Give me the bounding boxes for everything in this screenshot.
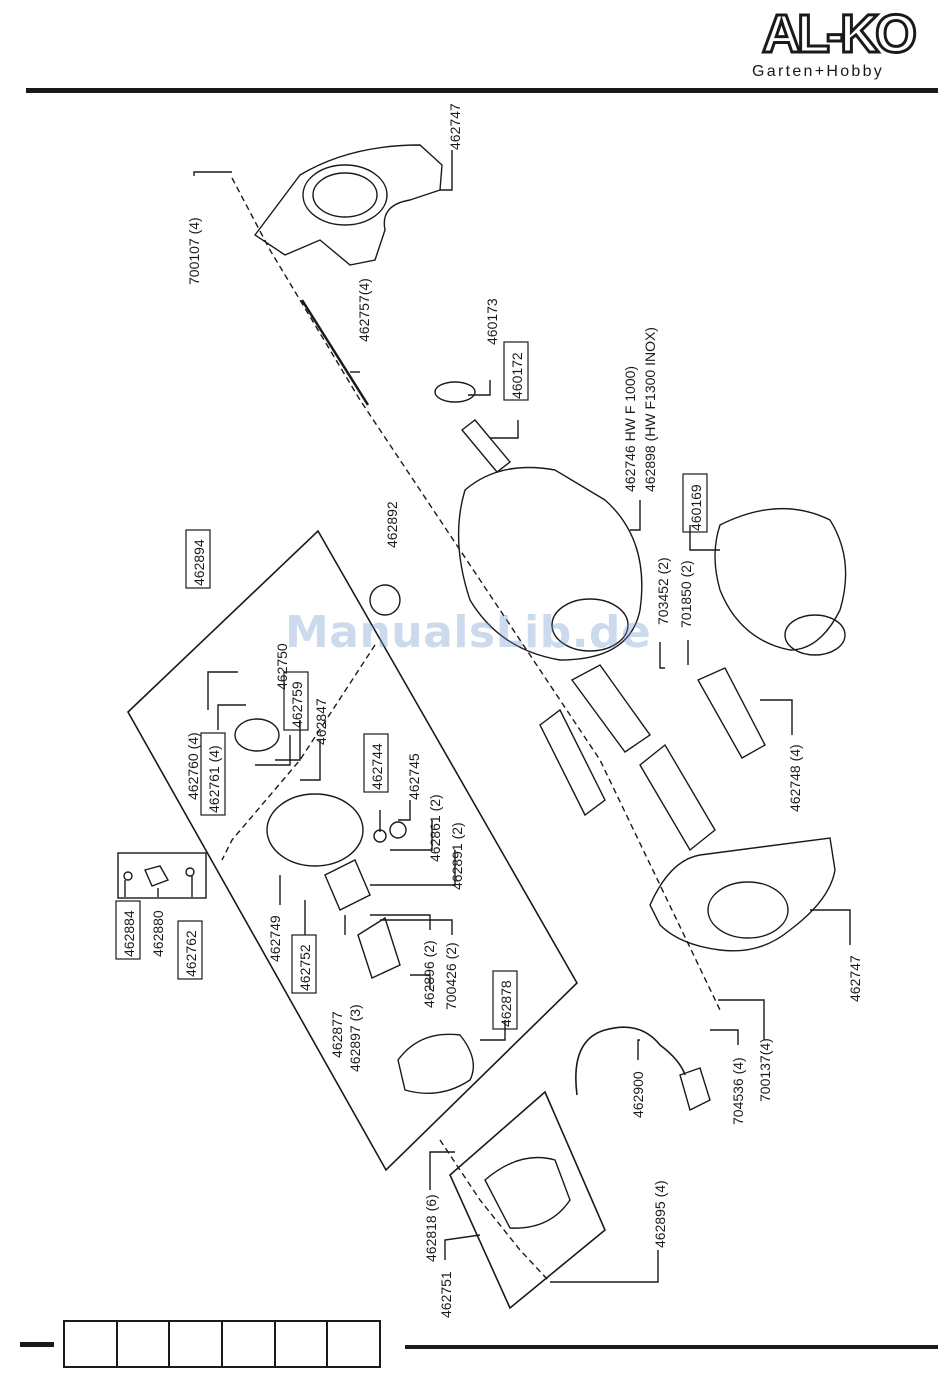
watermark-text: ManualsLib.de (285, 607, 652, 658)
label-462762: 462762 (183, 930, 199, 977)
brand-tagline: Garten+Hobby (752, 63, 885, 80)
footer-cell (328, 1322, 379, 1366)
label-700107: 700107 (4) (186, 217, 202, 285)
page-header: AL-KO Garten+Hobby (0, 0, 950, 100)
module-part-4 (697, 667, 766, 759)
gasket-part (397, 1033, 474, 1095)
footer-cell (223, 1322, 276, 1366)
label-462760: 462760 (4) (185, 732, 201, 800)
module-part-2 (539, 708, 606, 817)
housing-bottom-part (649, 837, 836, 952)
label-box-462759 (283, 671, 309, 731)
assembly-axis (231, 177, 721, 1011)
footer-cell (65, 1322, 118, 1366)
assembly-axis-2 (221, 644, 376, 861)
label-701850: 701850 (2) (678, 560, 694, 628)
label-box-462761 (200, 732, 226, 816)
label-462750: 462750 (274, 643, 290, 690)
label-box-462878 (492, 970, 518, 1030)
label-704536: 704536 (4) (730, 1057, 746, 1125)
label-462894: 462894 (191, 539, 207, 586)
label-462847: 462847 (313, 698, 329, 745)
label-460169: 460169 (688, 484, 704, 531)
label-462880: 462880 (150, 910, 166, 957)
pump-housing-part (266, 793, 364, 867)
label-462898: 462898 (HW F1300 INOX) (642, 327, 658, 492)
label-box-460169 (682, 473, 708, 533)
label-462895: 462895 (4) (652, 1180, 668, 1248)
footer-cell (276, 1322, 329, 1366)
label-462749: 462749 (267, 915, 283, 962)
label-462757: 462757(4) (356, 278, 372, 342)
footer-rule (405, 1345, 938, 1349)
label-462752: 462752 (297, 944, 313, 991)
label-462900: 462900 (630, 1071, 646, 1118)
label-box-460172 (503, 341, 529, 401)
rod-part (300, 299, 370, 406)
label-462747-bottom: 462747 (847, 955, 863, 1002)
housing-top-part (253, 144, 443, 266)
plug-part (679, 1067, 711, 1112)
label-462761: 462761 (4) (206, 745, 222, 813)
module-part-1 (570, 664, 651, 753)
motor-block-part (324, 859, 371, 911)
label-box-462752 (291, 934, 317, 994)
footer-cell (118, 1322, 171, 1366)
label-460172: 460172 (509, 352, 525, 399)
label-462746: 462746 HW F 1000) (622, 366, 638, 492)
label-box-462884 (115, 900, 141, 960)
power-cord-part (575, 1026, 686, 1096)
label-462877: 462877 (329, 1011, 345, 1058)
module-part-3 (639, 743, 716, 852)
alko-logo: AL-KO (761, 4, 921, 60)
footer-dash (20, 1342, 54, 1347)
flange-part (234, 718, 280, 752)
label-462751: 462751 (438, 1271, 454, 1318)
label-462878: 462878 (498, 980, 514, 1027)
footer-grid (63, 1320, 381, 1368)
label-box-462744 (363, 733, 389, 793)
label-462759: 462759 (289, 681, 305, 728)
label-462744: 462744 (369, 743, 385, 790)
label-700426: 700426 (2) (443, 942, 459, 1010)
label-460173: 460173 (484, 298, 500, 345)
strip-part (460, 419, 512, 473)
cover-part (484, 1156, 571, 1229)
nut-part-2 (389, 821, 407, 839)
label-462818: 462818 (6) (423, 1194, 439, 1262)
label-462896: 462896 (2) (421, 940, 437, 1008)
label-462891: 462891 (2) (449, 822, 465, 890)
label-462748: 462748 (4) (787, 744, 803, 812)
label-462897: 462897 (3) (347, 1004, 363, 1072)
label-700137: 700137(4) (757, 1038, 773, 1102)
footer-cell (170, 1322, 224, 1366)
label-box-462894 (185, 529, 211, 589)
bladder-part (714, 507, 847, 656)
label-462745: 462745 (406, 753, 422, 800)
tank-part (457, 466, 643, 661)
header-rule (26, 88, 938, 93)
label-462747-top: 462747 (447, 103, 463, 150)
pump-assembly-box (126, 529, 579, 1172)
capacitor-part (357, 916, 401, 979)
assembly-axis-3 (439, 1139, 549, 1281)
label-703452: 703452 (2) (655, 557, 671, 625)
label-462892: 462892 (384, 501, 400, 548)
alko-logo-text: AL-KO (762, 4, 915, 60)
cover-box (449, 1090, 606, 1310)
gauge-part (369, 584, 401, 616)
fittings-box (117, 852, 207, 899)
label-462861: 462861 (2) (427, 794, 443, 862)
cap-part (434, 381, 476, 403)
label-462884: 462884 (121, 910, 137, 957)
label-box-462762 (177, 920, 203, 980)
